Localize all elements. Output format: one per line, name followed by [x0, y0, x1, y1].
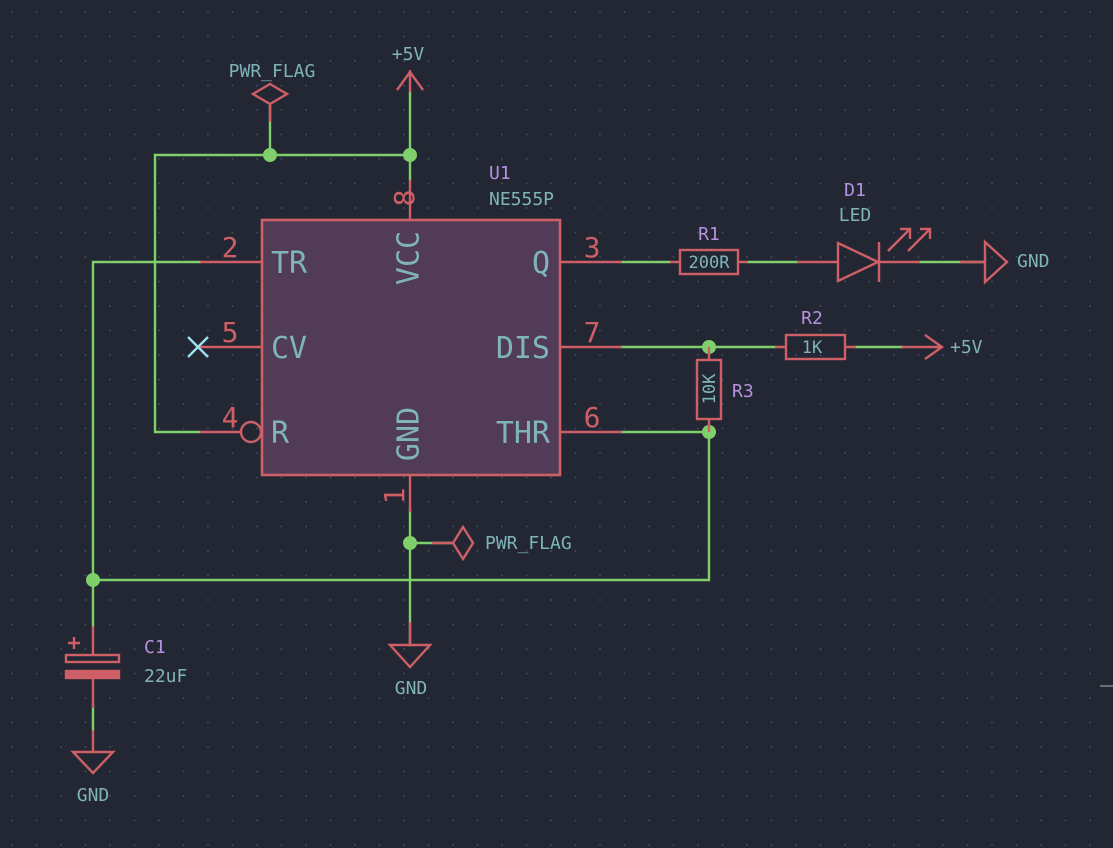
wire-timing-rail	[91, 430, 711, 582]
pwr-flag-top-label: PWR_FLAG	[229, 61, 316, 82]
r1-reference: R1	[698, 224, 720, 245]
d1-light-arrows-icon	[887, 227, 932, 252]
gnd-triangle-icon	[387, 643, 433, 669]
u1-reset-inversion-bubble	[239, 420, 263, 444]
u1-pin-name-r: R	[271, 416, 290, 451]
junction-dot	[403, 536, 417, 550]
u1-pin4-number: 4	[222, 401, 239, 434]
vcc-r2-label: +5V	[950, 337, 983, 358]
u1-pin2-number: 2	[222, 231, 239, 264]
gnd-c1[interactable]: GND	[70, 730, 116, 806]
c1-capacitor[interactable]: C1 22uF	[64, 626, 187, 708]
u1-pin8-number: 8	[388, 190, 421, 207]
power-vcc-top[interactable]: +5V	[392, 44, 425, 92]
d1-led[interactable]: D1 LED	[797, 180, 932, 283]
u1-pin6-number: 6	[584, 401, 601, 434]
r1-resistor[interactable]: 200R R1	[670, 224, 748, 276]
gnd-u1-label: GND	[395, 678, 428, 699]
c1-polarity-plus-icon	[68, 637, 80, 649]
vcc-top-label: +5V	[392, 44, 425, 65]
r3-value: 10K	[700, 373, 720, 404]
u1-pin-name-tr: TR	[271, 246, 308, 281]
gnd-triangle-icon	[70, 750, 116, 775]
r1-value: 200R	[689, 253, 731, 273]
pwr-flag-diamond-icon	[451, 524, 475, 562]
power-vcc-r2[interactable]: +5V	[902, 334, 983, 360]
u1-pin-name-q: Q	[532, 246, 550, 281]
gnd-u1[interactable]: GND	[387, 622, 433, 699]
u1-pin-name-cv: CV	[271, 331, 307, 366]
pwr-flag-bottom[interactable]: PWR_FLAG	[432, 524, 572, 562]
wire-reset	[153, 153, 202, 434]
wires	[91, 90, 985, 732]
gnd-led-label: GND	[1017, 251, 1050, 272]
c1-plate-positive	[64, 653, 121, 664]
u1-pin-name-dis: DIS	[496, 331, 550, 366]
r3-body	[695, 358, 723, 421]
d1-triangle-icon	[836, 241, 881, 283]
d1-reference: D1	[844, 180, 866, 201]
no-connect-cv[interactable]	[187, 336, 209, 358]
u1-pin5-number: 5	[222, 316, 239, 349]
r3-resistor[interactable]: 10K R3	[695, 347, 754, 432]
vcc-arrow-icon	[902, 334, 945, 360]
r2-body	[784, 333, 847, 361]
gnd-c1-label: GND	[77, 785, 110, 806]
r2-resistor[interactable]: 1K R2	[775, 308, 856, 361]
gnd-triangle-icon	[983, 239, 1009, 285]
junction-dot	[263, 148, 277, 162]
u1-value: NE555P	[489, 189, 554, 210]
c1-reference: C1	[144, 637, 166, 658]
c1-value: 22uF	[144, 666, 187, 687]
no-connect-cross-icon	[187, 336, 209, 358]
pwr-flag-top[interactable]: PWR_FLAG	[229, 61, 316, 122]
wire-trigger	[91, 260, 202, 628]
junction-dot	[403, 148, 417, 162]
u1-ne555p[interactable]: 8 2 5 4 1 3 7 6 VCC TR CV R GND Q DIS TH…	[200, 163, 622, 512]
r2-reference: R2	[801, 308, 823, 329]
u1-pin-name-vcc: VCC	[392, 231, 427, 285]
pwr-flag-bottom-label: PWR_FLAG	[485, 533, 572, 554]
u1-pin-name-gnd: GND	[392, 407, 427, 461]
r3-reference: R3	[732, 381, 754, 402]
vcc-arrow-icon	[396, 69, 424, 92]
junctions	[86, 148, 716, 587]
gnd-led[interactable]: GND	[960, 239, 1050, 285]
u1-body	[260, 218, 562, 477]
junction-dot	[86, 573, 100, 587]
c1-plate-negative	[64, 669, 121, 680]
u1-pin-name-thr: THR	[496, 416, 551, 451]
u1-pin3-number: 3	[584, 231, 601, 264]
u1-pin7-number: 7	[584, 316, 601, 349]
d1-value: LED	[839, 205, 872, 226]
r2-value: 1K	[802, 338, 823, 358]
r1-body	[678, 248, 740, 276]
u1-reference: U1	[489, 163, 511, 184]
u1-pin1-number: 1	[378, 488, 411, 505]
